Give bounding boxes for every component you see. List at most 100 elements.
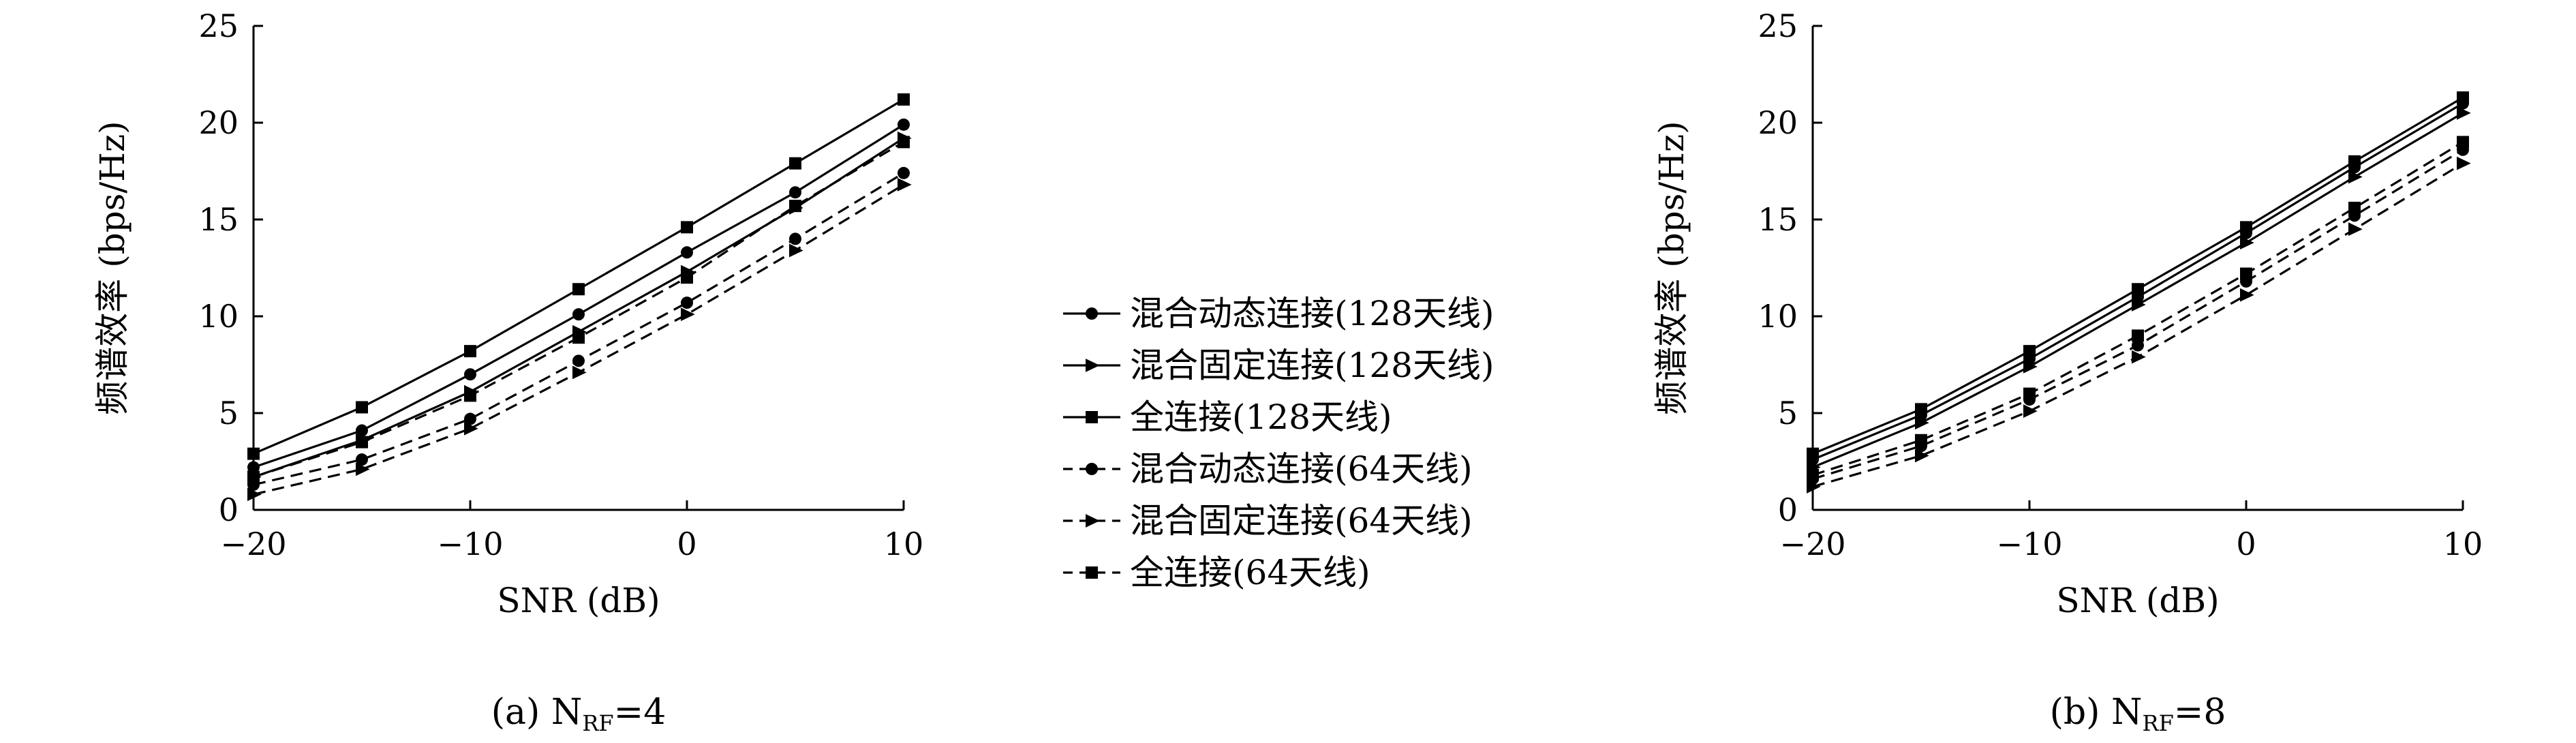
x-axis-label: SNR (dB)	[2056, 581, 2219, 620]
series-2	[247, 93, 910, 460]
data-point	[789, 200, 801, 213]
caption-main: (b) N	[2050, 692, 2143, 733]
y-tick-labels: 0 5 10 15 20 25	[1758, 7, 1798, 528]
y-tick-label: 10	[1758, 298, 1798, 335]
legend-marker	[1086, 514, 1100, 528]
y-tick-label: 0	[1778, 491, 1798, 528]
x-tick-label: 0	[677, 526, 696, 562]
data-point	[464, 421, 478, 436]
legend-label: 混合固定连接(64天线)	[1130, 501, 1473, 541]
data-point	[247, 470, 260, 483]
caption-suffix: =4	[614, 692, 666, 733]
data-point	[572, 365, 587, 380]
data-point	[356, 424, 368, 437]
legend-marker	[1086, 411, 1098, 423]
y-tick-label: 15	[198, 201, 239, 238]
data-point	[681, 307, 695, 322]
data-point	[1915, 403, 1927, 416]
y-tick-label: 0	[219, 491, 239, 528]
y-axis-label: 频谱效率 (bps/Hz)	[1652, 121, 1691, 414]
x-tick-label: −10	[437, 526, 503, 562]
data-point	[1915, 434, 1927, 446]
data-point	[1807, 480, 1821, 494]
panel-a: 0 5 10 15 20 25 −20 −10 0 10 SNR (dB) 频谱…	[93, 7, 923, 736]
legend: 混合动态连接(128天线) 混合固定连接(128天线) 全连接(128天线) 混…	[1063, 294, 1494, 592]
data-point	[464, 345, 476, 358]
data-point	[2240, 221, 2252, 234]
series-4	[247, 177, 912, 502]
x-tick-label: 10	[2443, 526, 2483, 562]
data-point	[247, 487, 262, 502]
data-point	[247, 447, 260, 460]
caption-suffix: =8	[2174, 692, 2226, 733]
data-point	[2132, 329, 2144, 342]
data-point	[2457, 136, 2469, 149]
data-point	[2132, 339, 2144, 352]
data-point	[681, 271, 693, 284]
data-point	[1807, 468, 1819, 481]
data-point	[2240, 288, 2254, 302]
data-point	[789, 232, 801, 245]
x-tick-labels: −20 −10 0 10	[220, 526, 923, 562]
y-tick-label: 25	[198, 7, 239, 44]
x-tick-label: 0	[2236, 526, 2256, 562]
data-point	[2457, 156, 2471, 170]
data-point	[898, 93, 910, 106]
data-point	[2348, 201, 2361, 214]
y-tick-label: 15	[1758, 201, 1798, 238]
data-point	[2348, 222, 2363, 237]
caption-subscript: RF	[2142, 710, 2173, 736]
data-point	[356, 401, 368, 414]
data-point	[572, 283, 585, 296]
caption-main: (a) N	[491, 692, 583, 733]
y-tick-label: 5	[1778, 395, 1798, 431]
data-point	[681, 246, 693, 259]
data-point	[2457, 106, 2471, 120]
series-2	[1807, 91, 2469, 460]
data-point	[2348, 155, 2361, 168]
data-point	[464, 389, 476, 402]
x-tick-label: 10	[884, 526, 924, 562]
legend-label: 全连接(64天线)	[1130, 553, 1370, 592]
y-tick-labels: 0 5 10 15 20 25	[198, 7, 239, 528]
data-point	[356, 453, 368, 466]
data-point	[898, 166, 910, 179]
data-point	[464, 412, 476, 425]
data-point	[2348, 170, 2363, 184]
data-point	[2132, 298, 2146, 312]
data-point	[1915, 449, 1929, 463]
data-point	[681, 297, 693, 309]
data-point	[572, 331, 585, 344]
x-tick-label: −10	[1996, 526, 2062, 562]
data-point	[789, 157, 801, 170]
x-tick-label: −20	[1779, 526, 1845, 562]
series-4	[1807, 156, 2471, 494]
data-point	[2023, 345, 2036, 358]
data-point	[789, 186, 801, 199]
data-point	[681, 221, 693, 234]
data-point	[356, 436, 368, 449]
data-point	[2240, 236, 2254, 249]
legend-label: 混合动态连接(128天线)	[1130, 294, 1494, 333]
series-0	[247, 118, 910, 474]
data-point	[464, 368, 476, 381]
legend-label: 混合固定连接(128天线)	[1130, 346, 1494, 385]
legend-marker	[1086, 307, 1098, 320]
data-point	[898, 136, 910, 149]
series-5	[247, 136, 910, 483]
data-point	[898, 177, 912, 192]
legend-label: 全连接(128天线)	[1130, 397, 1392, 437]
series-5	[1807, 136, 2469, 481]
x-tick-label: −20	[220, 526, 286, 562]
legend-marker	[1086, 566, 1098, 579]
legend-marker	[1086, 359, 1100, 372]
data-point	[247, 461, 260, 474]
y-tick-label: 20	[198, 104, 239, 141]
data-point	[2240, 267, 2252, 280]
data-point	[1915, 416, 1929, 430]
legend-label: 混合动态连接(64天线)	[1130, 449, 1473, 489]
data-point	[2023, 387, 2036, 400]
x-axis-label: SNR (dB)	[497, 581, 660, 620]
data-point	[2457, 91, 2469, 104]
